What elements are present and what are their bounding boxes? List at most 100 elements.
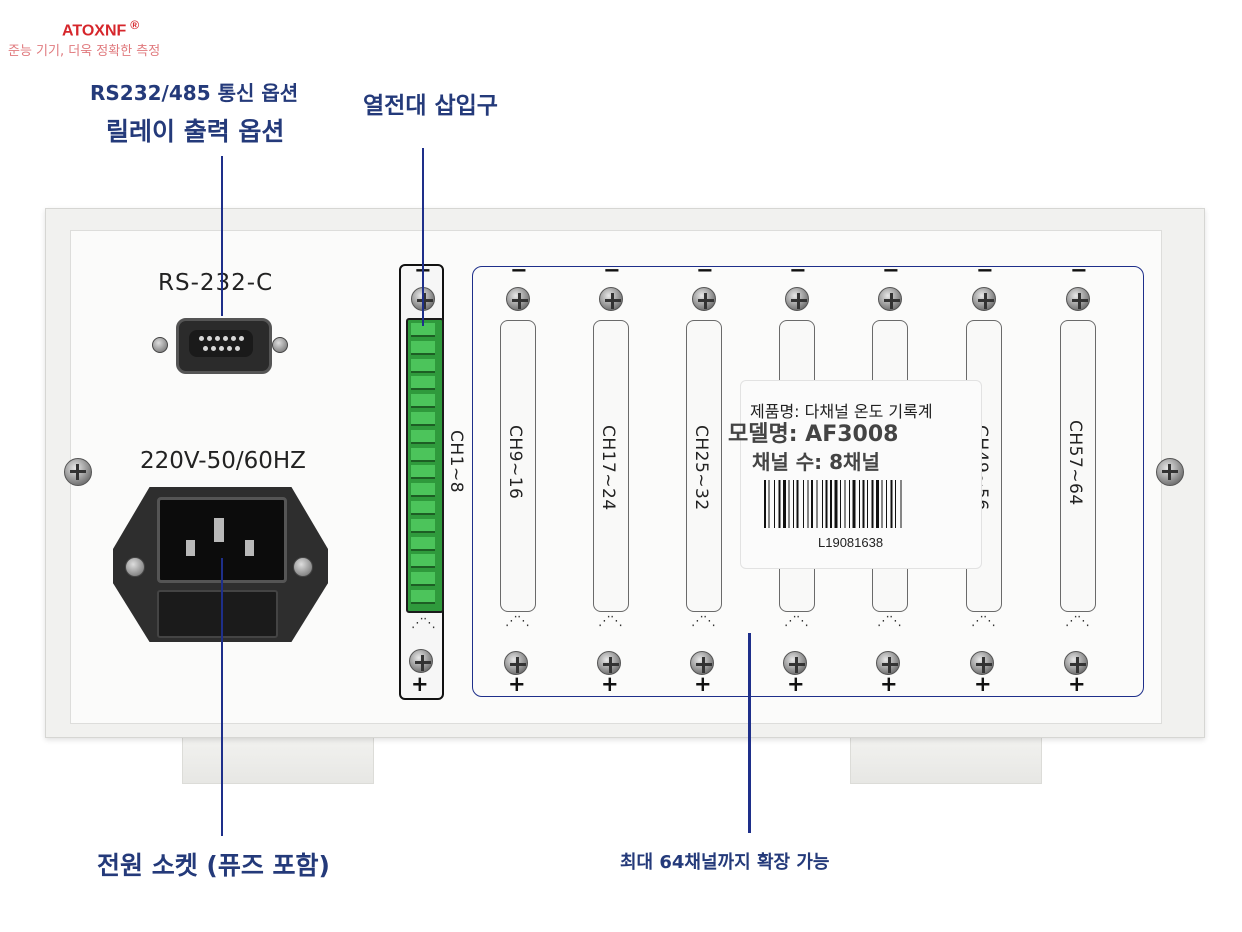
slot-plus-sign: +: [601, 672, 619, 696]
barcode-bar: [867, 480, 868, 528]
slot-screw-icon: [783, 651, 807, 675]
terminal-plus-sign: +: [411, 672, 429, 696]
serial-pin: [215, 336, 220, 341]
barcode-bar: [768, 480, 770, 528]
barcode-bar: [895, 480, 896, 528]
barcode-bar: [881, 480, 883, 528]
terminal-contact: [411, 536, 435, 551]
barcode-bar: [834, 480, 838, 528]
barcode-bar: [876, 480, 879, 528]
channel-label: CH17~24: [598, 425, 618, 511]
terminal-contact: [411, 572, 435, 587]
expansion-slot[interactable]: [1060, 320, 1096, 612]
callout-power-socket: 전원 소켓 (퓨즈 포함): [97, 851, 330, 880]
inlet-screw-icon: [125, 557, 145, 577]
expansion-slot[interactable]: [593, 320, 629, 612]
slot-plus-sign: +: [974, 672, 992, 696]
barcode-bar: [774, 480, 775, 528]
slot-plus-sign: +: [508, 672, 526, 696]
barcode-bar: [862, 480, 865, 528]
leader-line: [748, 633, 751, 833]
barcode-bar: [778, 480, 781, 528]
barcode-bar: [871, 480, 874, 528]
brand-logo: ATOXNF®: [62, 18, 140, 40]
barcode-bar: [764, 480, 766, 528]
serial-port-connector[interactable]: [176, 318, 272, 374]
barcode-bar: [840, 480, 841, 528]
terminal-contact: [411, 554, 435, 569]
callout-comm-option: RS232/485 통신 옵션: [90, 81, 299, 105]
expansion-slot[interactable]: [500, 320, 536, 612]
barcode-icon: [764, 480, 902, 528]
vent-icon: ⋰⋱: [1065, 614, 1090, 629]
callout-thermocouple-input: 열전대 삽입구: [363, 93, 498, 119]
power-prong: [245, 540, 254, 556]
barcode-bar: [807, 480, 809, 528]
serial-screw-icon: [152, 337, 168, 353]
leader-line: [221, 156, 223, 316]
slot-plus-sign: +: [694, 672, 712, 696]
slot-screw-icon: [597, 651, 621, 675]
brand-tagline: 준능 기기, 더욱 정확한 측정: [8, 44, 161, 59]
slot-screw-icon: [876, 651, 900, 675]
slot-minus-sign: −: [976, 258, 994, 282]
barcode-bar: [822, 480, 823, 528]
slot-screw-icon: [506, 287, 530, 311]
serial-pin: [203, 346, 208, 351]
slot-minus-sign: −: [510, 258, 528, 282]
serial-pin: [239, 336, 244, 341]
slot-screw-icon: [785, 287, 809, 311]
serial-pin: [223, 336, 228, 341]
serial-pin: [231, 336, 236, 341]
slot-screw-icon: [970, 651, 994, 675]
sticker-serial: L19081638: [818, 535, 884, 550]
vent-icon: ⋰⋱: [784, 614, 809, 629]
terminal-contact: [411, 447, 435, 462]
vent-icon: ⋰⋱: [598, 614, 623, 629]
callout-relay-option: 릴레이 출력 옵션: [106, 117, 285, 146]
slot-screw-icon: [504, 651, 528, 675]
serial-screw-icon: [272, 337, 288, 353]
expansion-slot[interactable]: [686, 320, 722, 612]
inlet-screw-icon: [293, 557, 313, 577]
sticker-product-name: 제품명: 다채널 온도 기록계: [750, 402, 933, 421]
serial-pin: [227, 346, 232, 351]
channel-label: CH9~16: [505, 425, 525, 500]
barcode-bar: [825, 480, 828, 528]
terminal-contact: [411, 518, 435, 533]
channel-label: CH1~8: [446, 430, 466, 494]
barcode-bar: [816, 480, 818, 528]
terminal-contact: [411, 340, 435, 355]
terminal-block-green[interactable]: [406, 318, 444, 613]
leader-line: [221, 558, 223, 836]
slot-minus-sign: −: [789, 258, 807, 282]
slot-plus-sign: +: [787, 672, 805, 696]
slot-screw-icon: [692, 287, 716, 311]
terminal-contact: [411, 394, 435, 409]
terminal-contact: [411, 429, 435, 444]
channel-label: CH57~64: [1065, 420, 1085, 506]
terminal-contact: [411, 501, 435, 515]
slot-screw-icon: [878, 287, 902, 311]
barcode-bar: [849, 480, 850, 528]
barcode-bar: [844, 480, 846, 528]
power-prong: [214, 518, 224, 542]
slot-plus-sign: +: [880, 672, 898, 696]
serial-pin: [207, 336, 212, 341]
slot-minus-sign: −: [603, 258, 621, 282]
sticker-channel-count: 채널 수: 8채널: [752, 450, 880, 474]
serial-port-label: RS-232-C: [158, 270, 274, 296]
serial-pin: [219, 346, 224, 351]
slot-screw-icon: [690, 651, 714, 675]
barcode-bar: [886, 480, 887, 528]
slot-minus-sign: −: [1070, 258, 1088, 282]
sticker-model: 모델명: AF3008: [728, 422, 899, 447]
fuse-drawer[interactable]: [157, 590, 278, 638]
vent-icon: ⋰⋱: [971, 614, 996, 629]
side-screw-icon: [64, 458, 92, 486]
barcode-bar: [890, 480, 893, 528]
barcode-bar: [830, 480, 832, 528]
slot-minus-sign: −: [882, 258, 900, 282]
expansion-slot-frame: [472, 266, 1144, 697]
slot-screw-icon: [1064, 651, 1088, 675]
